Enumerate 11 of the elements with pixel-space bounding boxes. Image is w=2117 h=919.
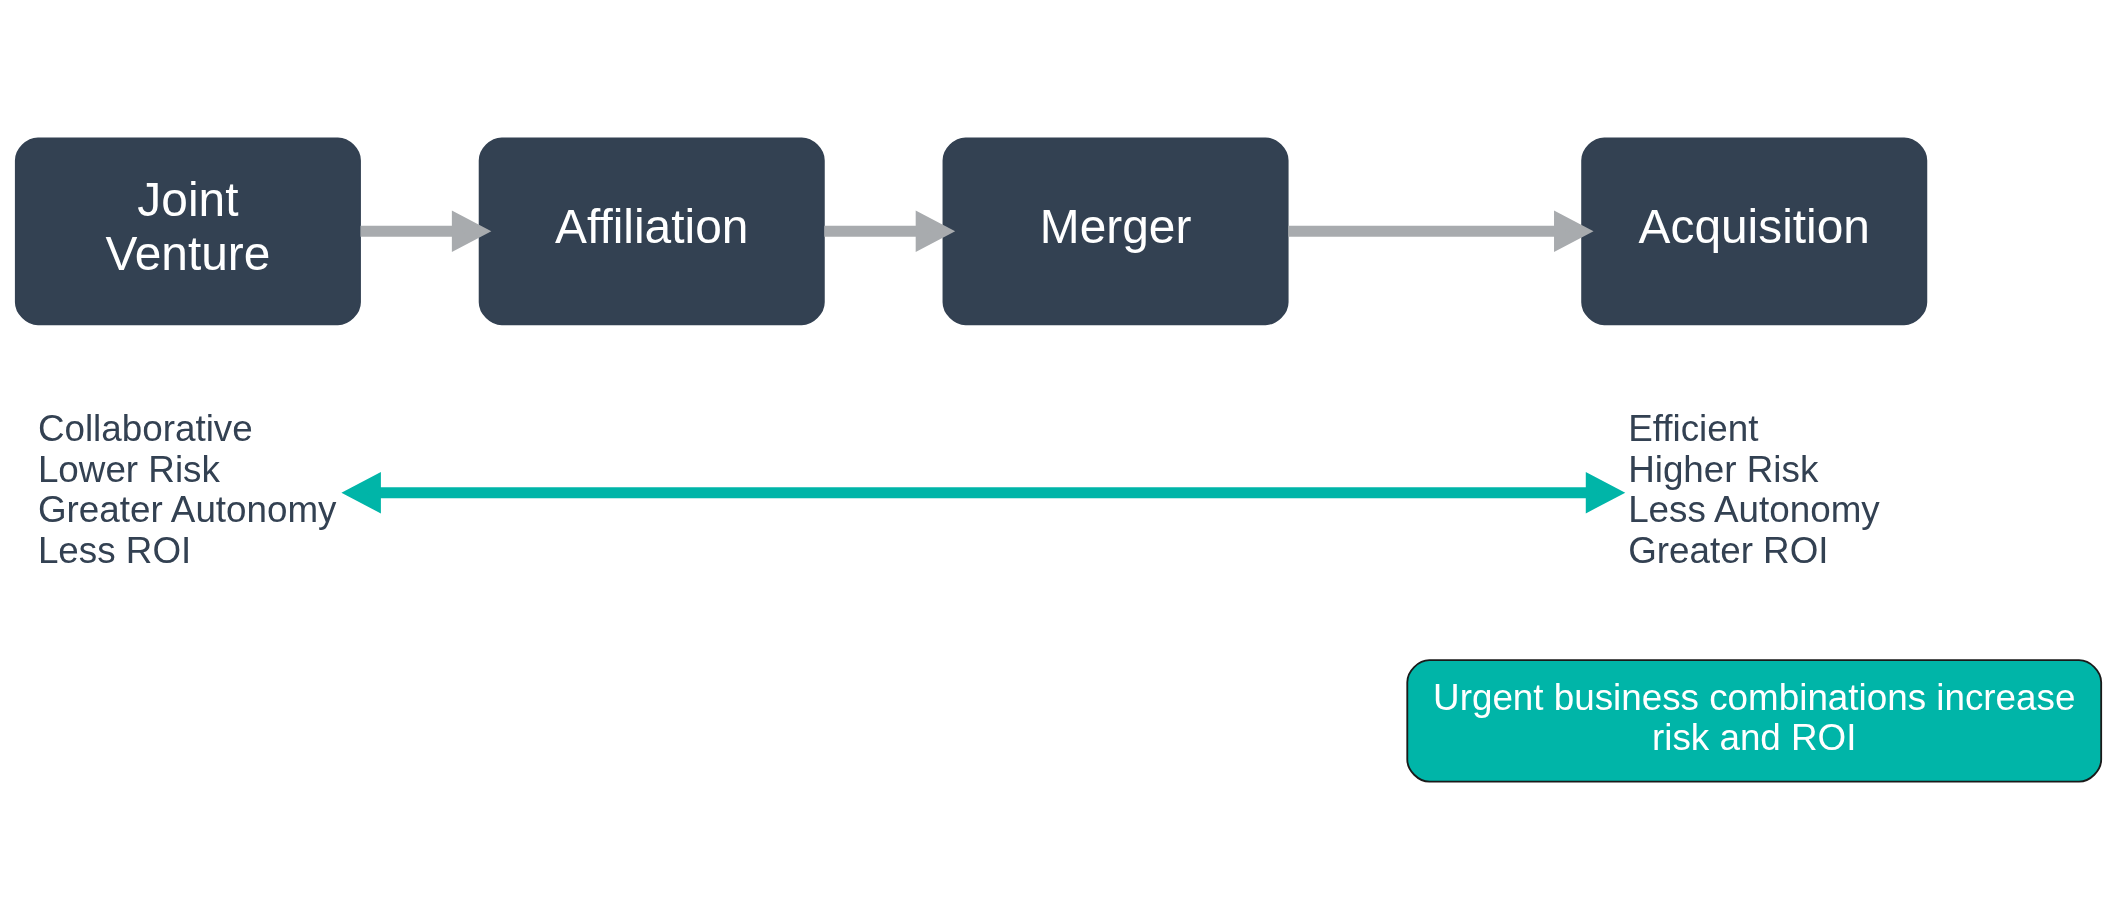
- node-box: Affiliation: [478, 136, 825, 325]
- node-box: Joint Venture: [14, 136, 361, 325]
- node-box: Acquisition: [1581, 136, 1928, 325]
- arrow: [1288, 210, 1594, 252]
- node-box: Merger: [942, 136, 1289, 325]
- node-text: Collaborative Lower Risk Greater Autonomy Less ROI: [37, 407, 337, 571]
- arrow: [360, 210, 492, 252]
- node-text: Efficient Higher Risk Less Autonomy Greater ROI: [1628, 407, 1880, 571]
- arrow: [824, 210, 956, 252]
- node-box: Urgent business combinations increase risk and ROI: [1406, 658, 2103, 783]
- arrow: [341, 471, 1626, 513]
